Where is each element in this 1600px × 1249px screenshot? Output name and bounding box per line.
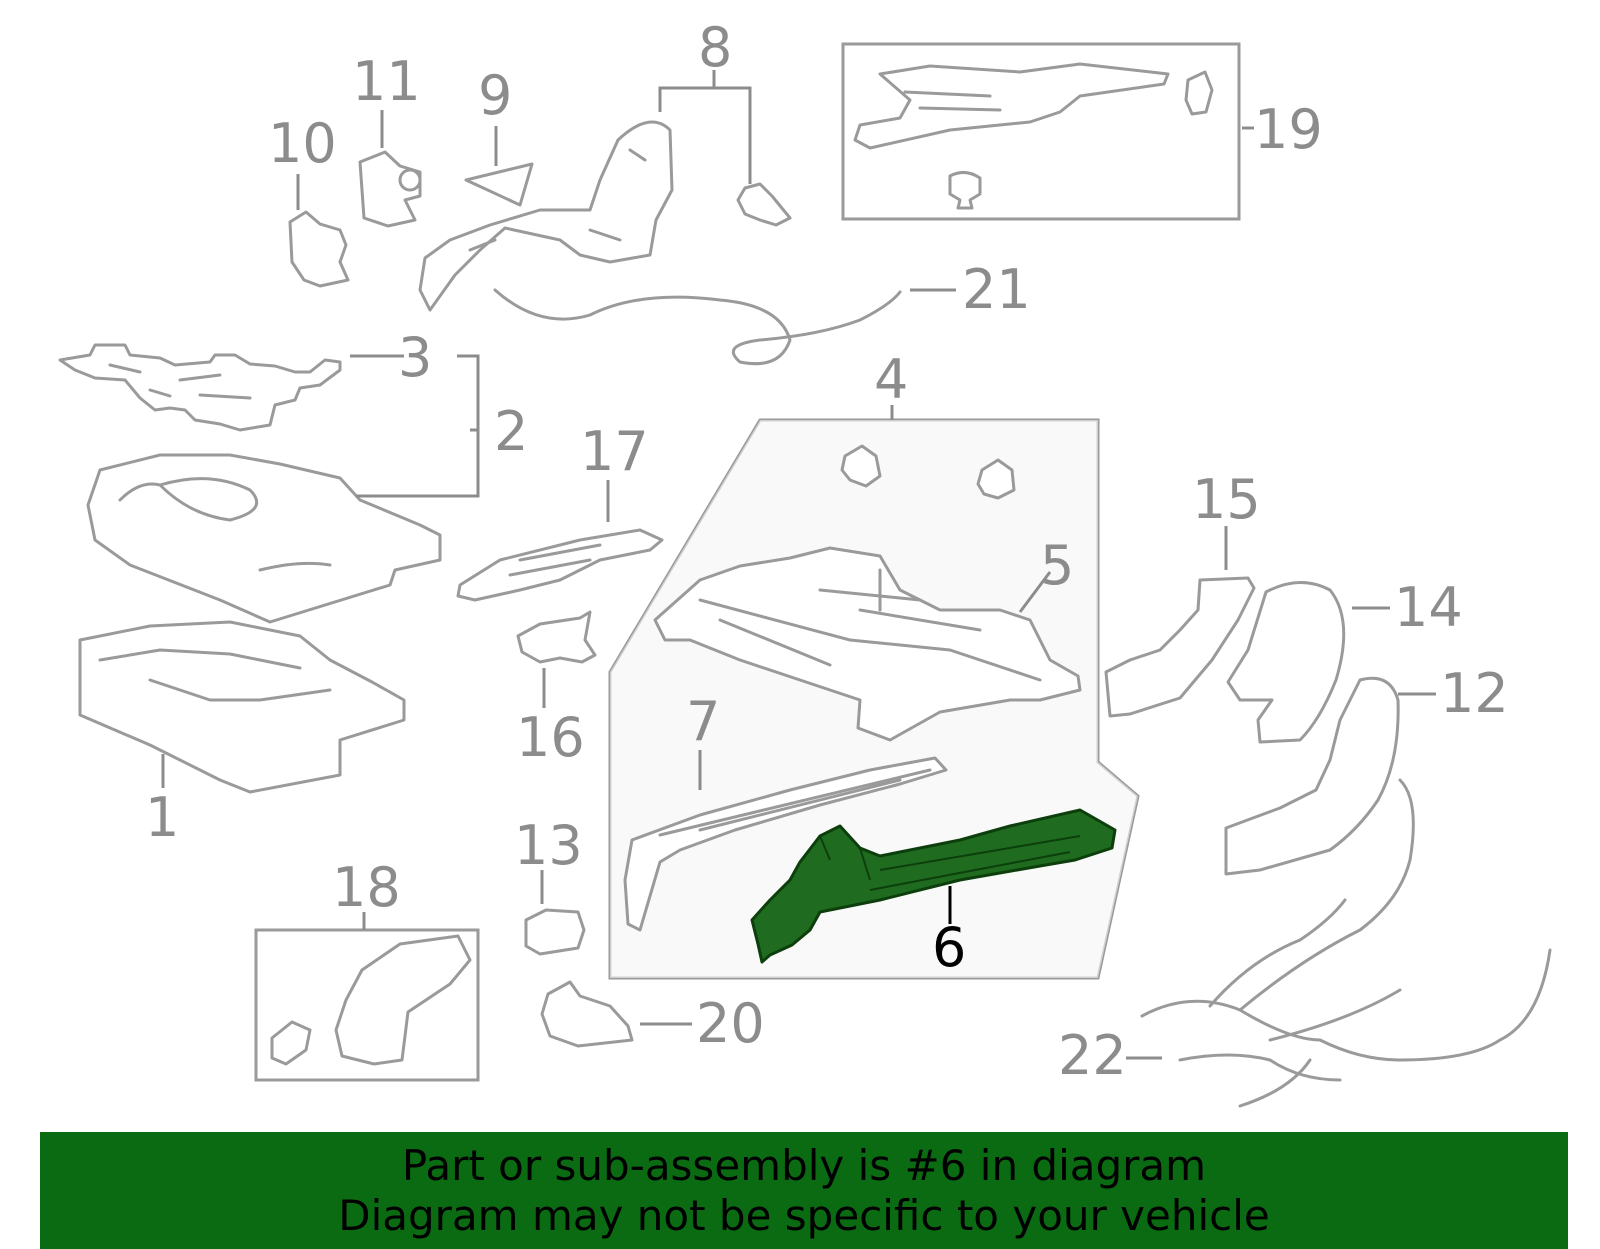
part-18-cover[interactable] [270, 934, 472, 1066]
callout-labels: 1 2 3 4 5 6 7 8 9 10 11 12 13 14 15 16 1… [145, 16, 1509, 1087]
callout-4: 4 [874, 348, 908, 411]
part-12-back-shield[interactable] [1224, 676, 1400, 876]
part-1-seat-pad[interactable] [78, 620, 406, 794]
callout-8: 8 [698, 16, 732, 79]
callout-1: 1 [145, 786, 179, 849]
part-8-side-shield[interactable] [418, 120, 792, 312]
callout-16: 16 [516, 706, 585, 769]
part-17-track-cover[interactable] [456, 528, 664, 602]
part-15-side-cover[interactable] [1104, 576, 1256, 718]
part-group-box-19 [841, 42, 1241, 221]
callout-2: 2 [494, 400, 528, 463]
part-14-shield[interactable] [1226, 580, 1346, 744]
part-group-box-18 [254, 928, 480, 1082]
leader-lines [161, 70, 1436, 1060]
part-21-cable[interactable] [493, 288, 902, 366]
part-9-trim-cover[interactable] [464, 162, 534, 207]
part-16-inner-cover[interactable] [516, 610, 597, 664]
callout-15: 15 [1192, 468, 1261, 531]
callout-7: 7 [686, 690, 720, 753]
callout-14: 14 [1394, 576, 1463, 639]
callout-5: 5 [1040, 534, 1074, 597]
part-13-connector[interactable] [524, 908, 586, 956]
callout-12: 12 [1440, 662, 1509, 725]
part-20-bracket[interactable] [540, 980, 634, 1048]
banner-line-1: Part or sub-assembly is #6 in diagram [401, 1140, 1207, 1190]
part-10-bracket[interactable] [288, 210, 350, 288]
part-22-wire-harness[interactable] [1140, 778, 1552, 1108]
callout-19: 19 [1254, 98, 1323, 161]
part-6-seat-track-highlighted[interactable] [750, 808, 1117, 964]
callout-18: 18 [332, 856, 401, 919]
part-7-seat-track[interactable] [623, 756, 948, 932]
callout-10: 10 [268, 112, 337, 175]
part-11-switch[interactable] [358, 150, 422, 228]
callout-11: 11 [352, 50, 421, 113]
callout-22: 22 [1058, 1024, 1127, 1087]
callout-20: 20 [696, 992, 765, 1055]
part-3-seat-heater[interactable] [58, 343, 342, 432]
info-banner: Part or sub-assembly is #6 in diagram Di… [40, 1132, 1568, 1249]
callout-3: 3 [398, 326, 432, 389]
part-19-cover-set[interactable] [853, 62, 1214, 210]
part-2-seat-cushion[interactable] [86, 453, 442, 624]
callout-21: 21 [962, 258, 1031, 321]
callout-13: 13 [514, 814, 583, 877]
part-6-fill[interactable] [750, 808, 1117, 964]
callout-17: 17 [580, 420, 649, 483]
callout-9: 9 [478, 64, 512, 127]
part-5-seat-frame[interactable] [653, 444, 1082, 742]
callout-6: 6 [932, 916, 966, 979]
banner-line-2: Diagram may not be specific to your vehi… [338, 1190, 1270, 1240]
